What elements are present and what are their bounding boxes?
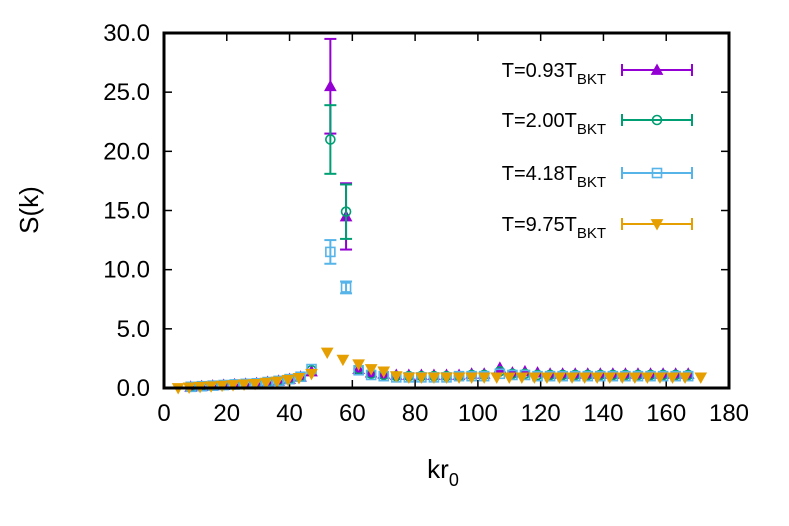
plot-frame bbox=[162, 31, 731, 390]
x-tick-label: 160 bbox=[646, 400, 686, 427]
data-point bbox=[305, 368, 318, 381]
series bbox=[185, 239, 694, 393]
x-tick-label: 140 bbox=[583, 400, 623, 427]
legend-label-main: T=0.93T bbox=[502, 60, 577, 82]
data-point bbox=[628, 372, 642, 384]
data-point bbox=[694, 372, 708, 384]
x-tick-label: 80 bbox=[402, 400, 429, 427]
axis-ticks bbox=[163, 32, 730, 389]
legend-label-main: T=9.75T bbox=[502, 214, 577, 236]
data-point bbox=[402, 372, 416, 384]
legend-label-subscript: BKT bbox=[577, 71, 606, 88]
data-point bbox=[590, 372, 604, 384]
data-point bbox=[336, 354, 350, 367]
plot-data bbox=[171, 37, 708, 395]
x-axis-label-subscript: 0 bbox=[449, 470, 459, 490]
data-point bbox=[364, 364, 378, 376]
data-point bbox=[440, 372, 453, 384]
legend-marker bbox=[650, 219, 664, 231]
data-point bbox=[502, 372, 516, 384]
data-point bbox=[237, 379, 251, 391]
data-point bbox=[578, 372, 591, 384]
x-tick-label: 180 bbox=[709, 400, 749, 427]
data-point bbox=[325, 246, 336, 258]
legend-label-main: T=4.18T bbox=[502, 163, 577, 185]
data-point bbox=[215, 380, 229, 393]
data-point bbox=[226, 380, 240, 392]
legend-marker bbox=[650, 63, 664, 75]
data-point bbox=[259, 377, 273, 390]
x-tick-label: 0 bbox=[157, 400, 170, 427]
data-point bbox=[540, 372, 554, 384]
data-point bbox=[465, 372, 478, 384]
data-point bbox=[553, 372, 566, 384]
x-axis-label: kr0 bbox=[427, 454, 459, 490]
data-point bbox=[352, 359, 365, 371]
data-point bbox=[270, 376, 284, 389]
y-axis-label: S(k) bbox=[14, 186, 44, 234]
data-point bbox=[477, 372, 491, 384]
y-tick-label: 10.0 bbox=[103, 257, 150, 284]
y-tick-label: 5.0 bbox=[117, 316, 150, 343]
data-point bbox=[415, 372, 428, 384]
data-point bbox=[377, 366, 391, 378]
legend-label: T=2.00TBKT bbox=[502, 110, 606, 138]
legend-label-main: T=2.00T bbox=[502, 110, 577, 132]
legend-marker bbox=[651, 114, 663, 126]
data-point bbox=[641, 372, 654, 384]
series bbox=[184, 37, 695, 392]
legend-label-subscript: BKT bbox=[577, 174, 606, 191]
data-point bbox=[653, 372, 667, 384]
x-tick-label: 60 bbox=[339, 400, 366, 427]
data-point bbox=[320, 347, 334, 360]
data-point bbox=[427, 372, 441, 384]
series bbox=[185, 104, 694, 393]
data-point bbox=[528, 372, 541, 384]
data-point bbox=[389, 371, 403, 383]
data-point bbox=[615, 372, 629, 384]
x-tick-label: 100 bbox=[458, 400, 498, 427]
legend-label: T=9.75TBKT bbox=[502, 214, 606, 242]
y-tick-label: 25.0 bbox=[103, 79, 150, 106]
y-tick-label: 0.0 bbox=[117, 375, 150, 402]
data-point bbox=[565, 372, 579, 384]
x-tick-label: 120 bbox=[521, 400, 561, 427]
data-point bbox=[666, 372, 679, 384]
data-point bbox=[490, 372, 504, 384]
legend-label-subscript: BKT bbox=[577, 121, 606, 138]
data-point bbox=[324, 79, 337, 92]
y-tick-label: 20.0 bbox=[103, 138, 150, 165]
data-point bbox=[515, 372, 529, 384]
data-point bbox=[452, 372, 466, 384]
y-tick-label: 30.0 bbox=[103, 20, 150, 47]
series bbox=[171, 347, 708, 395]
legend-label: T=4.18TBKT bbox=[502, 163, 606, 191]
x-axis-label-main: kr bbox=[427, 454, 449, 484]
data-point bbox=[325, 134, 336, 145]
data-point bbox=[603, 372, 617, 384]
legend-label: T=0.93TBKT bbox=[502, 60, 606, 88]
legend-marker bbox=[651, 167, 663, 179]
data-point bbox=[248, 378, 262, 391]
data-point bbox=[340, 282, 352, 293]
tick-labels: 0 20 40 60 80 100 120 140 160 180 0.0 5.0 10.0 15.0 20… bbox=[103, 20, 749, 427]
legend-label-subscript: BKT bbox=[577, 225, 606, 242]
x-tick-label: 40 bbox=[276, 400, 303, 427]
data-point bbox=[281, 374, 295, 387]
data-point bbox=[340, 206, 352, 217]
x-tick-label: 20 bbox=[213, 400, 240, 427]
y-tick-label: 15.0 bbox=[103, 198, 150, 225]
data-point bbox=[292, 373, 306, 385]
data-point bbox=[678, 372, 692, 384]
